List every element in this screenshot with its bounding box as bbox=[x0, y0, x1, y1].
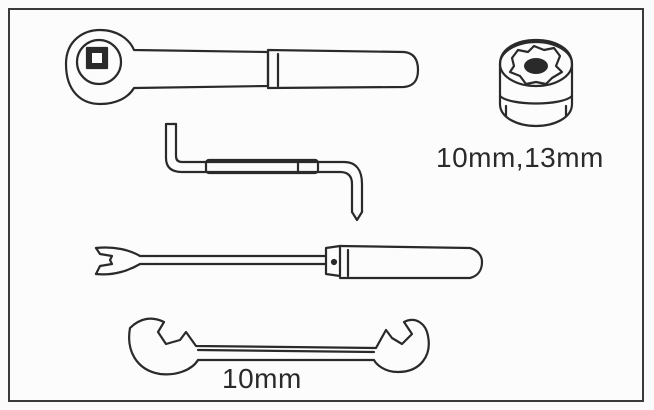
hex-key-icon bbox=[164, 122, 364, 222]
open-end-wrench-icon bbox=[128, 317, 430, 376]
socket-sizes-label: 10mm,13mm bbox=[436, 142, 604, 173]
ratchet-handle-icon bbox=[64, 28, 420, 106]
socket-icon bbox=[498, 38, 574, 128]
trim-removal-tool-icon bbox=[94, 244, 484, 280]
wrench-size-label: 10mm bbox=[222, 363, 302, 394]
